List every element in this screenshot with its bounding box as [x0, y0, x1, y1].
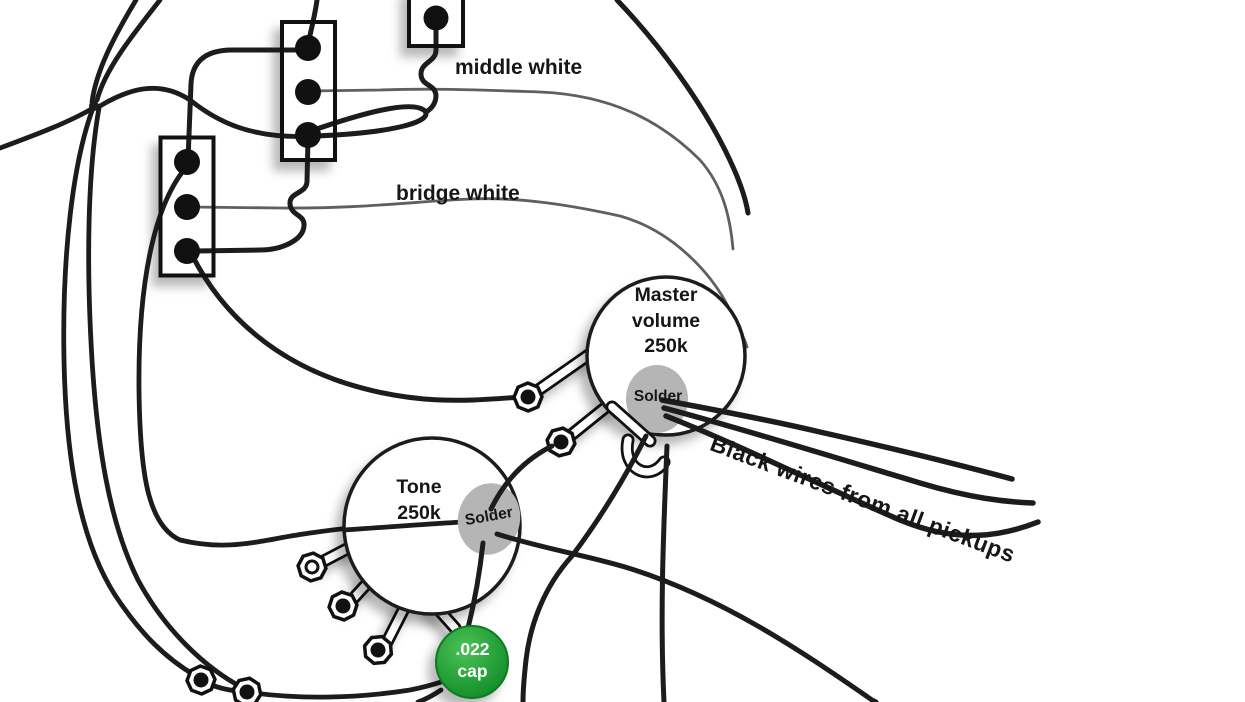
master-volume-label: Master volume 250k [598, 283, 734, 360]
bottom-lug-2-hole [239, 684, 255, 700]
wire-top-left-2 [89, 0, 139, 105]
wire-switch-to-volume-lug [189, 252, 525, 403]
black-wire-fan-1 [659, 397, 1015, 482]
tone-pot [296, 436, 522, 666]
wire-top-dot-link [185, 47, 309, 163]
master-volume-line3: 250k [644, 335, 688, 357]
master-volume-line2: volume [631, 309, 701, 332]
wire-left-edge [0, 105, 96, 151]
bridge-terminal-border [407, 0, 465, 48]
volume-lug-2-hole [553, 434, 569, 450]
bottom-lug-1-hole [193, 672, 209, 688]
terminal-dot [423, 5, 449, 31]
master-volume-pot [512, 275, 747, 479]
middle-terminal-border [280, 20, 337, 162]
pot-wires [198, 397, 1041, 702]
wire-tone-to-volume-lug [488, 443, 555, 512]
tone-line1: Tone [396, 476, 442, 498]
tone-lug-3-hole [370, 642, 386, 658]
terminal-dot [295, 122, 321, 148]
wire-crossover-hop [193, 135, 311, 254]
switch-terminals [158, 0, 465, 278]
tone-label: Tone 250k [363, 475, 475, 526]
wire-hairpin-return [97, 85, 318, 139]
black-wire-fan-2 [661, 405, 1036, 506]
tone-lug-2-hole [335, 598, 351, 614]
wire-bridge-squiggle [418, 27, 439, 115]
bottom-lugs [185, 664, 263, 702]
wire-top-sweep [614, 0, 751, 216]
master-volume-line1: Master [634, 284, 698, 306]
wire-cap-stub [415, 687, 444, 702]
bridge-white-label: bridge white [396, 182, 520, 205]
tone-line2: 250k [397, 501, 441, 524]
black-wire-fan-3 [663, 413, 1041, 539]
middle-white-label: middle white [455, 56, 583, 79]
wire-tone-to-bottom-right [494, 531, 879, 702]
wire-top-left-1 [94, 0, 163, 103]
volume-lug-1-hole [520, 389, 536, 405]
wire-volume-down-2 [520, 433, 649, 702]
tone-lug-1-open-hole [304, 559, 320, 575]
cap-value: .022 [455, 639, 490, 659]
terminal-dot [295, 35, 321, 61]
wire-middle-white [307, 87, 735, 251]
cap-word: cap [457, 661, 488, 681]
wire-junction [89, 101, 99, 111]
terminal-dot [174, 149, 200, 175]
terminal-dot [295, 79, 321, 105]
cap-label: .022 cap [436, 638, 509, 682]
wire-left-run-2 [86, 105, 246, 691]
master-solder-label: Solder [633, 388, 683, 405]
terminal-dot [174, 194, 200, 220]
tone-lugs [296, 551, 394, 666]
wire-left-run-1 [61, 100, 199, 679]
neck-terminal-border [158, 135, 216, 278]
terminal-dot [174, 238, 200, 264]
wire-volume-down-1 [659, 443, 670, 702]
wire-tone-to-cap [465, 540, 486, 631]
tone-capacitor [435, 625, 509, 699]
volume-lugs [512, 381, 577, 458]
